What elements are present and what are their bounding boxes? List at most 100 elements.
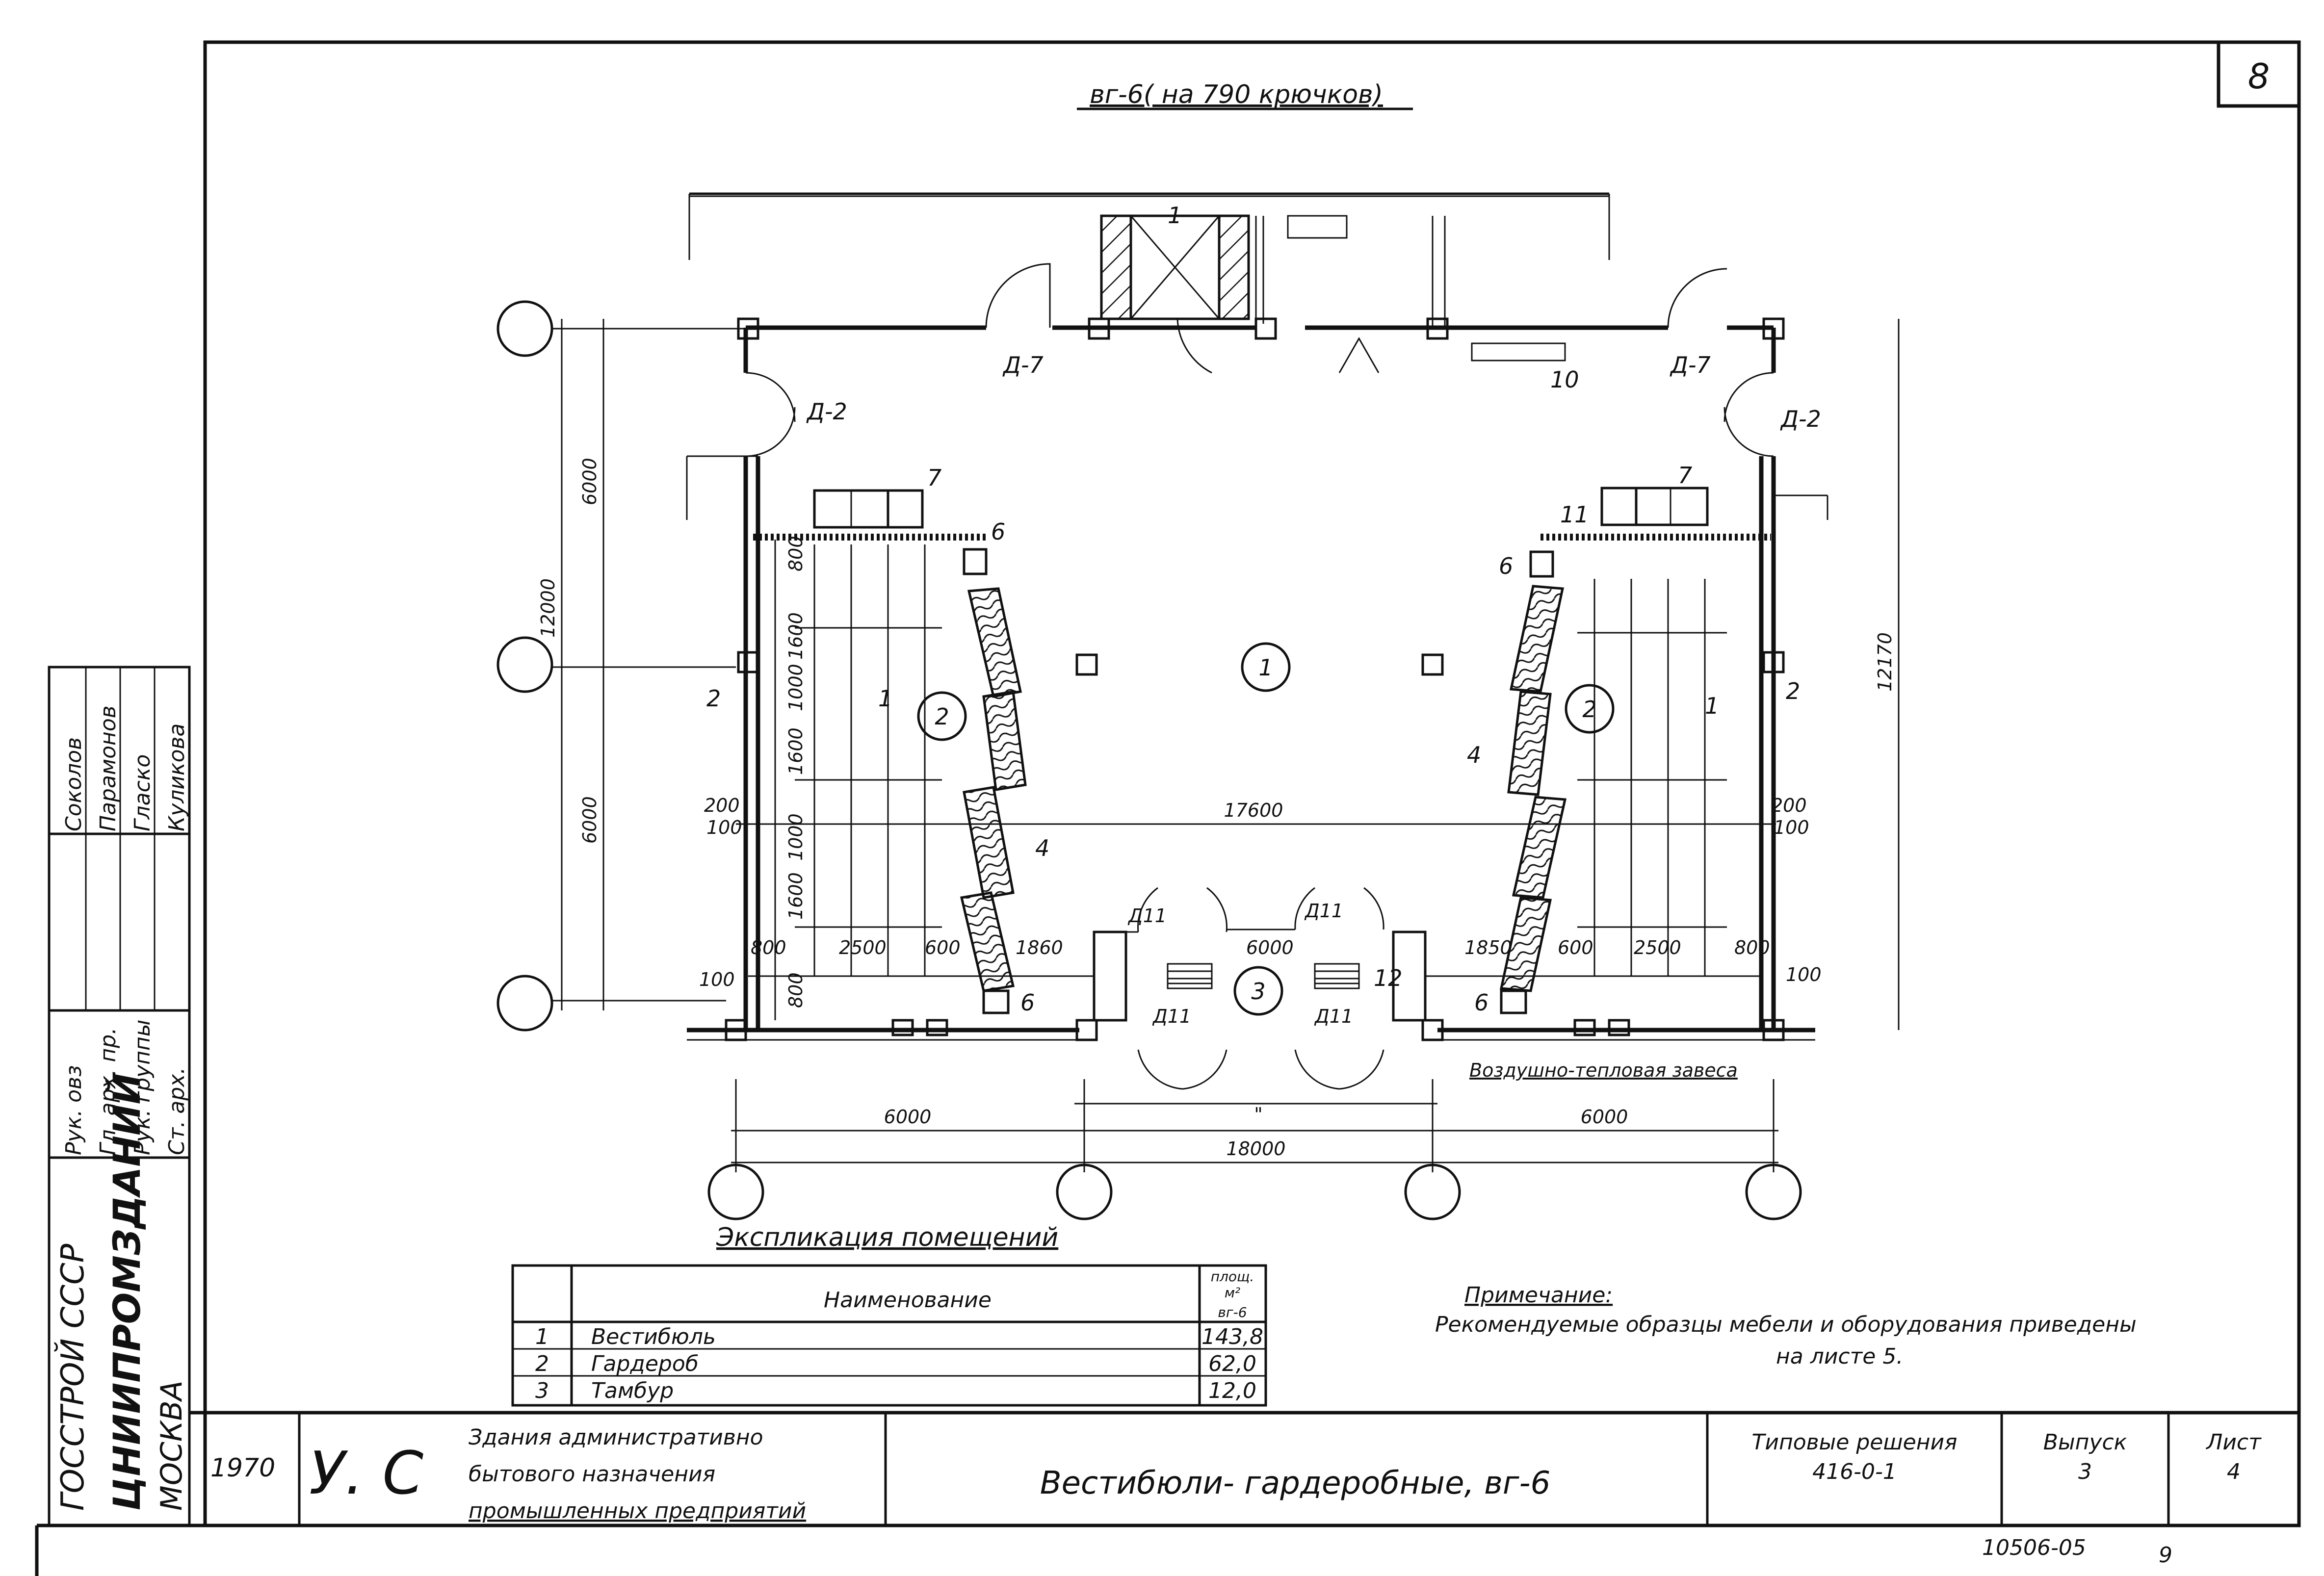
approver-3: Гласко <box>130 754 155 831</box>
explication-header-area-2: м² <box>1225 1285 1240 1301</box>
dim-v-1600-c: 1600 <box>785 872 807 920</box>
dim-right-chain-4: 800 <box>1734 937 1770 958</box>
role-4: Ст. арх. <box>164 1067 189 1155</box>
dim-ditto: " <box>1254 1104 1262 1125</box>
sheet-title: Вестибюли- гардеробные, вг-6 <box>1040 1465 1551 1501</box>
explication-table: Экспликация помещений Наименование площ.… <box>511 1223 1267 1407</box>
row-1-area: 143,8 <box>1201 1324 1263 1349</box>
project-line-3: промышленных предприятий <box>469 1498 806 1524</box>
dim-6000-right: 6000 <box>1581 1106 1628 1128</box>
explication-header-area-1: площ. <box>1211 1268 1254 1285</box>
door-d2-left: Д-2 <box>806 398 847 425</box>
door-d7-right: Д-7 <box>1670 352 1711 378</box>
room-mark-1: 1 <box>1258 654 1273 681</box>
dim-left-200: 200 <box>704 795 740 816</box>
wardrobe-right <box>1499 487 1771 1014</box>
row-2-name: Гардероб <box>591 1351 699 1376</box>
approver-4: Куликова <box>164 723 189 831</box>
dim-18000: 18000 <box>1227 1138 1286 1160</box>
sheet-number: 8 <box>2248 56 2270 97</box>
door-d11-2: Д11 <box>1304 900 1343 922</box>
room-mark-2-right: 2 <box>1582 696 1596 723</box>
mark-7-right: 7 <box>1678 462 1692 489</box>
org-line-3: МОСКВА <box>155 1380 189 1511</box>
note-line-2: на листе 5. <box>1776 1344 1903 1369</box>
org-line-2: ЦНИИПРОМЗДАНИЙ <box>105 1073 149 1511</box>
dim-v-800-top: 800 <box>785 536 807 571</box>
room-mark-3: 3 <box>1251 978 1265 1005</box>
note-title: Примечание: <box>1464 1283 1613 1308</box>
row-3-area: 12,0 <box>1208 1378 1256 1403</box>
dim-v-1600-a: 1600 <box>785 612 807 660</box>
mark-7-left: 7 <box>927 465 941 491</box>
dim-6000-top: 6000 <box>579 458 601 505</box>
row-2-area: 62,0 <box>1208 1351 1256 1376</box>
row-3-num: 3 <box>535 1378 549 1403</box>
dim-right-200: 200 <box>1771 795 1807 816</box>
dim-6000-left: 6000 <box>884 1106 932 1128</box>
mark-1-left: 1 <box>878 685 892 712</box>
role-2: Гл. арх. пр. <box>96 1028 121 1155</box>
dim-right-100: 100 <box>1774 817 1809 838</box>
explication-title: Экспликация помещений <box>716 1223 1058 1252</box>
title-year: 1970 <box>210 1453 275 1483</box>
issue-label: Выпуск <box>2043 1430 2127 1455</box>
mark-6-c: 6 <box>1020 989 1035 1016</box>
dim-12000: 12000 <box>537 578 559 638</box>
door-d2-right: Д-2 <box>1780 406 1821 432</box>
dim-17600: 17600 <box>1224 800 1283 821</box>
mark-2-left: 2 <box>706 685 721 712</box>
issue-value: 3 <box>2078 1459 2092 1484</box>
wardrobe-left <box>753 489 1027 1014</box>
grille-right <box>1314 963 1360 989</box>
mark-1-top: 1 <box>1168 202 1182 229</box>
equipment-10 <box>1471 342 1566 362</box>
row-3-name: Тамбур <box>591 1378 674 1403</box>
dim-left-100: 100 <box>706 817 742 838</box>
floor-plan: 1 2 2 3 Д-7 Д-7 Д-2 Д-2 Д11 Д11 Д11 Д11 … <box>496 192 1900 1220</box>
role-3: Рук. группы <box>130 1020 155 1155</box>
sheet-border <box>203 40 2301 1527</box>
note: Примечание: Рекомендуемые образцы мебели… <box>1435 1283 2137 1369</box>
sheet-value: 4 <box>2227 1459 2241 1484</box>
dim-left-chain-3: 600 <box>925 937 961 958</box>
series-value: 416-0-1 <box>1812 1459 1897 1484</box>
series-label: Типовые решения <box>1751 1430 1957 1455</box>
dim-v-800-bottom: 800 <box>785 972 807 1008</box>
mark-4-right: 4 <box>1467 742 1481 768</box>
grille-left <box>1167 963 1213 989</box>
plan-title: вг-6( на 790 крючков) <box>1090 80 1383 109</box>
dimension-lines <box>552 195 1900 1172</box>
mark-11: 11 <box>1560 501 1589 528</box>
room-mark-2-left: 2 <box>935 703 949 730</box>
dim-left-chain-1: 800 <box>751 937 786 958</box>
row-2-num: 2 <box>535 1351 549 1376</box>
dim-left-chain-2: 2500 <box>839 937 887 958</box>
mark-10: 10 <box>1550 366 1579 393</box>
air-curtain-label: Воздушно-тепловая завеса <box>1469 1059 1738 1081</box>
dim-6000-bottom: 6000 <box>579 796 601 844</box>
sheet-number-box <box>2217 40 2301 108</box>
title-block: 1970 У. С Здания административно бытовог… <box>189 1411 2299 1525</box>
dim-v-1000-b: 1000 <box>785 813 807 861</box>
approver-2: Парамонов <box>96 705 121 831</box>
archive-page: 9 <box>2159 1543 2172 1568</box>
dim-corner-100-left: 100 <box>699 969 735 990</box>
dim-right-chain-1: 1850 <box>1464 937 1512 958</box>
approver-1: Соколов <box>61 737 86 831</box>
mark-6-d: 6 <box>1474 989 1488 1016</box>
explication-header-name: Наименование <box>824 1288 992 1313</box>
door-d7-left: Д-7 <box>1002 352 1044 378</box>
door-d11-3: Д11 <box>1152 1006 1191 1027</box>
dim-left-chain-4: 1860 <box>1016 937 1063 958</box>
explication-header-area-3: вг-6 <box>1218 1304 1247 1320</box>
dim-v-1000-a: 1000 <box>785 664 807 711</box>
project-line-2: бытового назначения <box>469 1462 715 1487</box>
door-d11-4: Д11 <box>1314 1006 1353 1027</box>
project-line-1: Здания административно <box>469 1425 763 1450</box>
mark-4-left: 4 <box>1035 835 1049 861</box>
role-1: Рук. овз <box>61 1065 86 1155</box>
title-code: У. С <box>309 1440 423 1508</box>
mark-2-right: 2 <box>1786 678 1800 704</box>
